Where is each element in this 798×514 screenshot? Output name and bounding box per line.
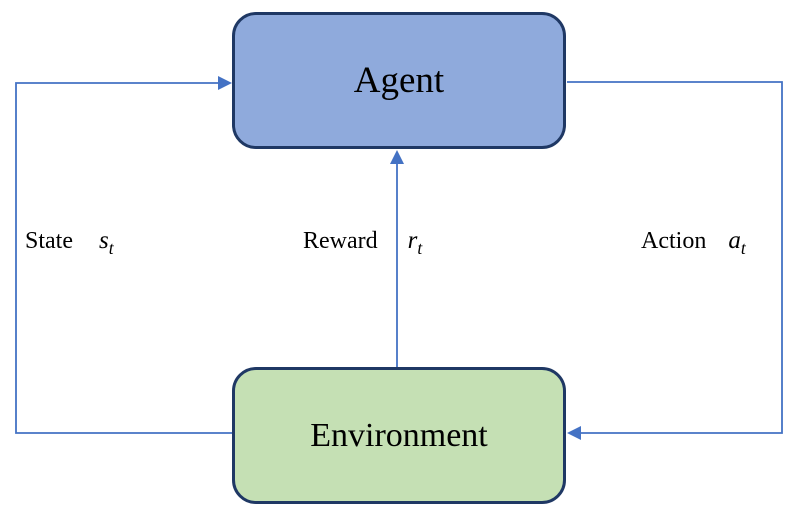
state-arrow-line [15, 82, 232, 434]
environment-node-label: Environment [310, 416, 488, 454]
reward-arrowhead-icon [390, 150, 404, 164]
state-symbol: st [99, 227, 114, 258]
agent-node-label: Agent [353, 60, 445, 101]
agent-node: Agent [232, 12, 566, 149]
reward-label-word: Reward [303, 228, 378, 254]
action-symbol: at [728, 227, 746, 258]
action-arrow-line [567, 81, 783, 434]
action-label-word: Action [641, 228, 707, 254]
action-edge-label: Action at [641, 227, 746, 258]
reward-edge-label: Reward rt [303, 227, 423, 258]
state-label-word: State [25, 228, 73, 254]
state-arrowhead-icon [218, 76, 232, 90]
environment-node: Environment [232, 367, 566, 504]
state-edge-label: State st [25, 227, 114, 258]
reward-symbol: rt [407, 227, 423, 258]
action-arrowhead-icon [567, 426, 581, 440]
